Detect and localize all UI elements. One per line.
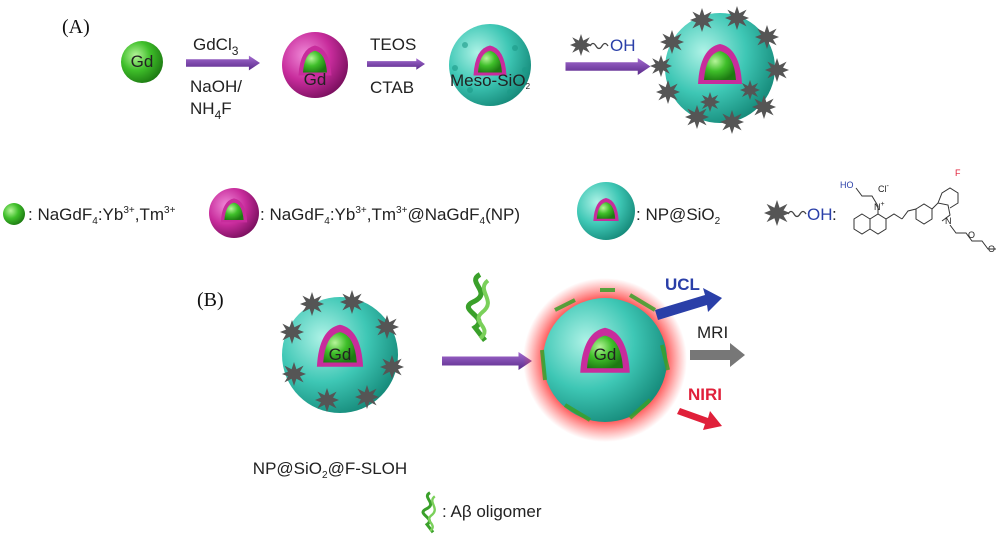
legend-core-shell-icon [209,188,259,238]
silica-coated-nanoparticle: Meso-SiO2 [449,24,531,106]
chem-n2: N [945,216,952,226]
shell-label: Gd [304,70,327,89]
probe-linker-icon [589,42,609,50]
probe-star-icon [570,34,592,56]
ucl-label: UCL [665,275,700,294]
probe-nanoparticle: Gd [280,290,404,413]
abeta-oligomer-icon [468,275,488,341]
legend-abeta-text: : Aβ oligomer [442,502,542,521]
core-shell-nanoparticle: Gd [282,32,348,98]
step2-reagent-teos: TEOS [370,35,416,54]
legend-core-shell-text: : NaGdF4:Yb3+,Tm3+@NaGdF4(NP) [260,205,520,227]
niri-label: NIRI [688,385,722,404]
probe-oh-label: OH [610,36,636,55]
arrow-binding-icon [442,352,532,370]
arrow-step3-icon [565,58,651,75]
probe-caption: NP@SiO2@F-SLOH [253,459,407,481]
legend-probe-oh: OH [807,205,833,224]
legend-core-icon [3,203,25,225]
arrow-step1-icon [186,55,260,71]
step1-reagent-gdcl3: GdCl3 [193,35,239,58]
bound-core-label: Gd [594,345,617,364]
step1-reagent-naoh: NaOH/ [190,77,242,96]
step2-reagent-ctab: CTAB [370,78,414,97]
ucl-arrow-icon [655,288,722,320]
chemical-structure [853,187,996,250]
chem-f: F [955,168,961,178]
legend-silica-icon [577,182,635,240]
mri-arrow-icon [690,343,745,367]
legend-core-text: : NaGdF4:Yb3+,Tm3+ [28,205,176,227]
silica-label: Meso-SiO2 [450,71,531,91]
output-mri: MRI [690,323,745,367]
legend-silica-text: : NP@SiO2 [636,205,721,227]
chem-o1: O [968,230,975,240]
step1-reagent-nh4f: NH4F [190,99,232,122]
functionalized-nanoparticle [650,6,789,134]
chem-cl: Cl- [878,183,890,194]
probe-core-label: Gd [329,345,352,364]
legend-probe-linker-icon [787,210,807,218]
chem-ho: HO [840,180,854,190]
core-nanoparticle: Gd [121,41,163,83]
bound-nanoparticle: Gd [523,278,687,442]
niri-arrow-icon [677,408,722,430]
legend-probe-star-icon [764,200,790,226]
panel-a-label: (A) [62,16,90,38]
output-ucl: UCL [655,275,722,320]
output-niri: NIRI [677,385,722,430]
arrow-step2-icon [367,58,425,70]
mri-label: MRI [697,323,728,342]
chem-n1: N+ [874,201,885,212]
core-label: Gd [131,52,154,71]
panel-b-label: (B) [197,289,224,311]
chem-o2: O [988,244,995,254]
legend-abeta-icon [421,491,437,534]
legend-probe-colon: : [832,205,837,224]
